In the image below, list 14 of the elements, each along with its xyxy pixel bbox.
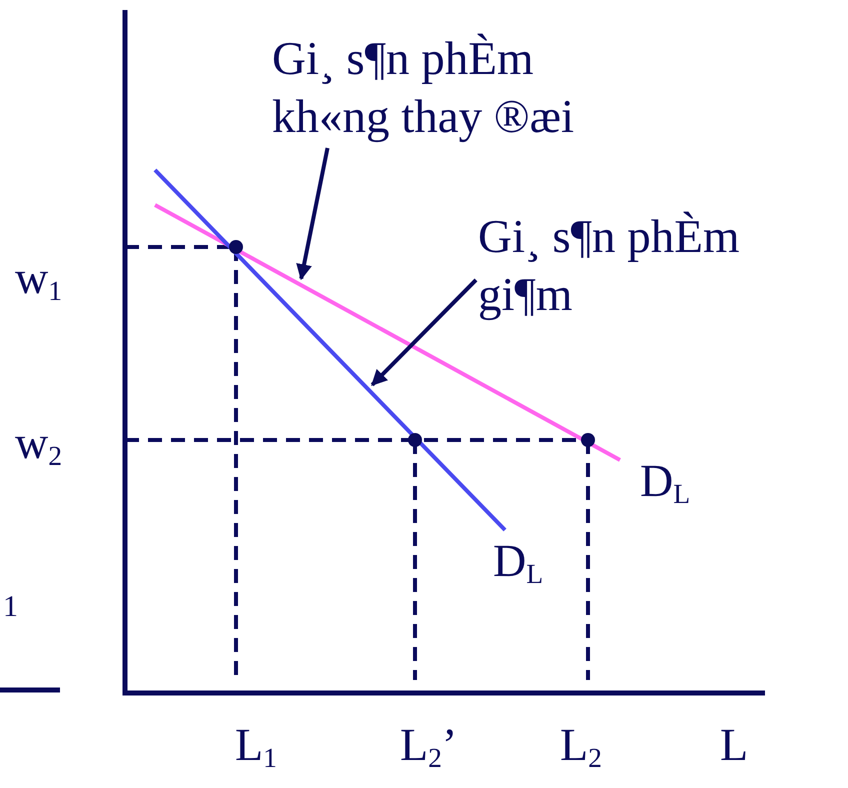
leader-arrow — [370, 278, 478, 386]
annotation-text: Gi¸ s¶n phÈm kh«ng thay ®æi — [272, 30, 642, 146]
curve-label: D$_{L}$ — [640, 458, 690, 504]
axis-label: L — [720, 722, 748, 768]
curve-label: D$_{L}$ — [493, 538, 544, 584]
axis-tick-label: L$_{2}$ — [560, 722, 602, 768]
axis-tick-label: L$_{1}$ — [235, 722, 277, 768]
stray-text: 1 — [3, 592, 18, 622]
demand-curve — [154, 203, 621, 462]
axis-tick-label: w$_{1}$ — [15, 255, 62, 301]
axis-tick-label: w$_{2}$ — [15, 420, 62, 466]
annotation-text: Gi¸ s¶n phÈm gi¶m — [478, 208, 838, 324]
axis-tick-label: L$_{2}$’ — [400, 722, 458, 768]
leader-arrow — [296, 148, 330, 280]
